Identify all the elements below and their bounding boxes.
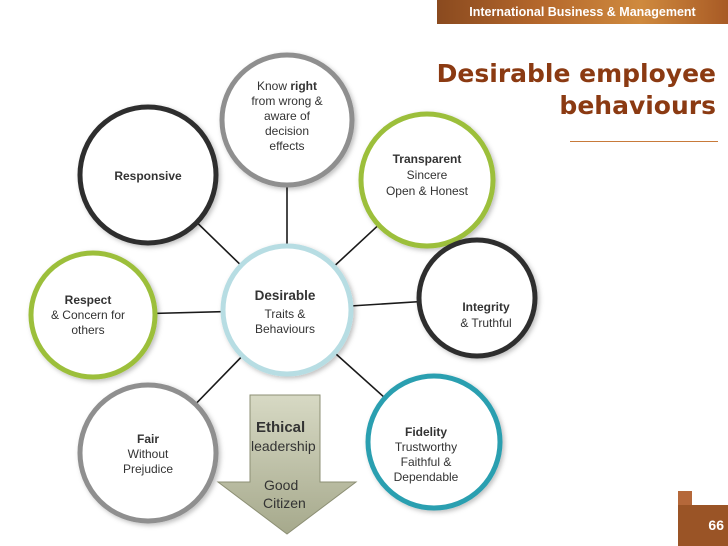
node-fidelity: Fidelity Trustworthy Faithful & Dependab…: [368, 376, 500, 508]
fair-title: Fair: [137, 432, 159, 446]
know-right-line2: from wrong &: [251, 94, 322, 108]
integrity-line2: & Truthful: [460, 316, 511, 330]
arrow-label-citizen: Citizen: [263, 495, 306, 511]
know-right-line4: decision: [265, 124, 309, 138]
center-title: Desirable: [255, 288, 316, 303]
know-right-line3: aware of: [264, 109, 311, 123]
arrow-label-ethical: Ethical: [256, 419, 305, 436]
respect-line2: & Concern for: [51, 308, 125, 322]
fidelity-title: Fidelity: [405, 425, 447, 439]
node-transparent: Transparent Sincere Open & Honest: [361, 114, 493, 246]
node-responsive: Responsive: [80, 107, 216, 243]
node-respect: Respect & Concern for others: [31, 253, 155, 377]
node-integrity: Integrity & Truthful: [419, 240, 535, 356]
arrow-label-leadership: leadership: [251, 438, 316, 454]
page-number: 66: [678, 505, 724, 546]
fair-line2: Without: [128, 447, 169, 461]
center-line2: Traits &: [265, 307, 306, 321]
node-fair: Fair Without Prejudice: [80, 385, 216, 521]
node-center-desirable: Desirable Traits & Behaviours: [223, 246, 351, 374]
know-right-line1: Know right: [257, 79, 317, 93]
arrow-shape: [218, 395, 356, 534]
fidelity-line3: Faithful &: [401, 455, 452, 469]
transparent-line3: Open & Honest: [386, 184, 469, 198]
know-right-line5: effects: [269, 139, 304, 153]
integrity-title: Integrity: [462, 300, 510, 314]
center-line3: Behaviours: [255, 322, 315, 336]
transparent-title: Transparent: [393, 152, 462, 166]
arrow-label-good: Good: [264, 477, 298, 493]
transparent-line2: Sincere: [407, 168, 448, 182]
node-know-right: Know right from wrong & aware of decisio…: [222, 55, 352, 185]
respect-title: Respect: [65, 293, 112, 307]
ethical-leadership-arrow: Ethical leadership Good Citizen: [218, 395, 356, 534]
fair-line3: Prejudice: [123, 462, 173, 476]
fidelity-line4: Dependable: [394, 470, 459, 484]
respect-line3: others: [71, 323, 104, 337]
responsive-title: Responsive: [114, 169, 182, 183]
fidelity-line2: Trustworthy: [395, 440, 457, 454]
